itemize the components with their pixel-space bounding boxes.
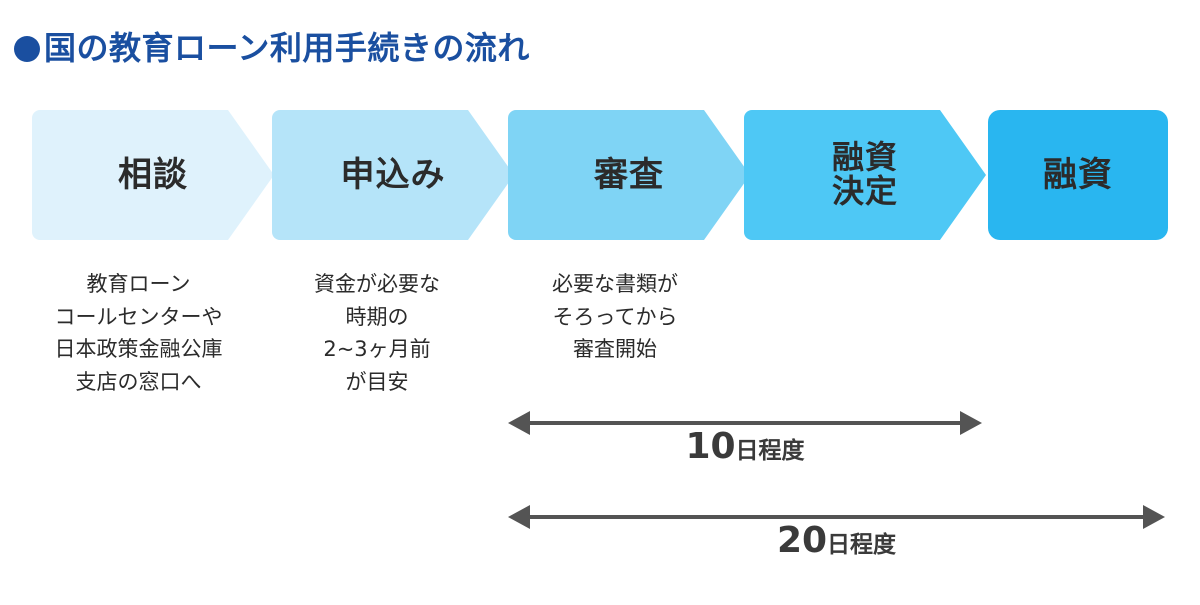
double-arrow-icon	[508, 411, 982, 435]
step-caption-application: 資金が必要な 時期の 2~3ヶ月前 が目安	[314, 272, 440, 394]
duration-ten-days: 10日程度	[508, 406, 982, 476]
duration-label-twenty-days: 20日程度	[508, 520, 1165, 561]
flow-step-screening[interactable]: 審査	[508, 110, 750, 240]
chevron-shape-screening	[508, 110, 750, 240]
bullet-icon	[14, 36, 40, 62]
duration-number: 10	[685, 426, 736, 467]
chevron-shape-consultation	[32, 110, 274, 240]
flow-step-label: 融資	[1043, 154, 1113, 195]
double-arrow-icon	[508, 505, 1165, 529]
duration-twenty-days: 20日程度	[508, 500, 1165, 570]
page-title-text: 国の教育ローン利用手続きの流れ	[44, 29, 530, 67]
flow-step-label: 審査	[594, 154, 664, 195]
flow-step-application[interactable]: 申込み	[272, 110, 514, 240]
page-title: 国の教育ローン利用手続きの流れ	[14, 32, 530, 64]
duration-label-ten-days: 10日程度	[508, 426, 982, 467]
chevron-shape-loan-decision	[744, 110, 986, 240]
rounded-rect-shape-financing	[988, 110, 1168, 240]
process-flow: 相談 申込み 審査 融資 決定 融資	[0, 110, 1200, 240]
chevron-shape-application	[272, 110, 514, 240]
duration-unit: 日程度	[735, 438, 805, 464]
flow-step-label: 申込み	[340, 154, 446, 195]
flow-step-loan-decision[interactable]: 融資 決定	[744, 110, 986, 240]
step-caption-consultation: 教育ローン コールセンターや 日本政策金融公庫 支店の窓口へ	[54, 272, 223, 394]
flow-step-financing[interactable]: 融資	[988, 110, 1168, 240]
duration-number: 20	[776, 520, 828, 561]
flow-step-label: 融資 決定	[831, 138, 898, 210]
flow-step-label: 相談	[118, 154, 188, 195]
duration-unit: 日程度	[827, 532, 897, 558]
flow-step-consultation[interactable]: 相談	[32, 110, 274, 240]
step-caption-screening: 必要な書類が そろってから 審査開始	[552, 272, 678, 362]
